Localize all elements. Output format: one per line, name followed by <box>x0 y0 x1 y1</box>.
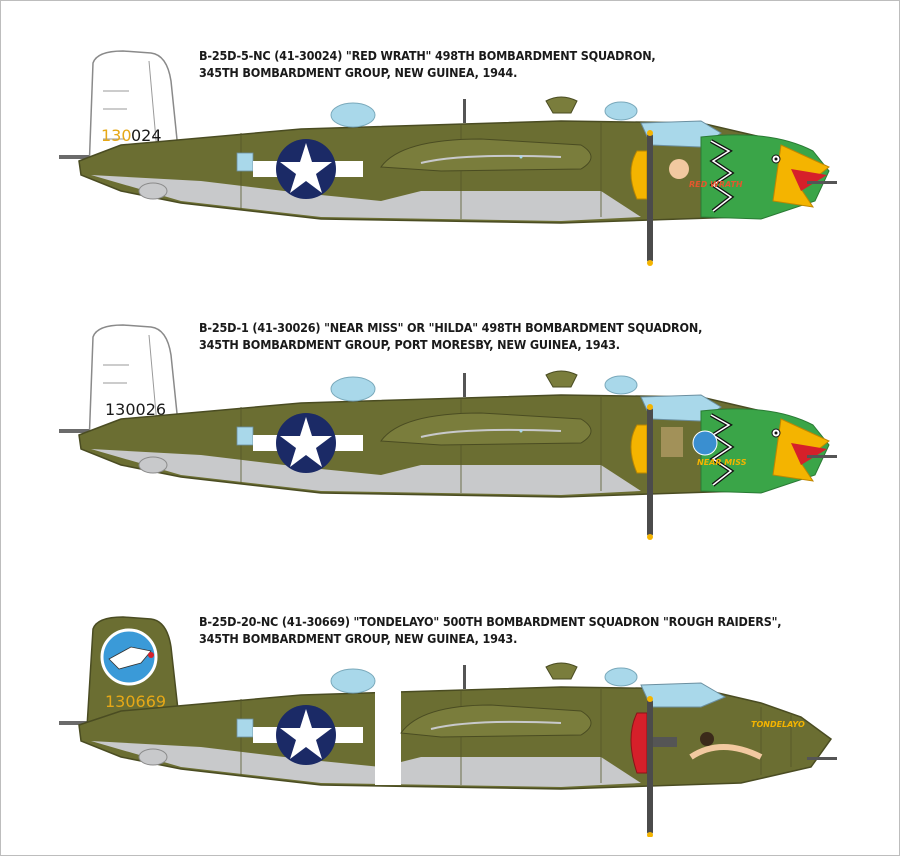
propeller <box>647 133 653 263</box>
nose-art-text: TONDELAYO <box>751 720 805 729</box>
tail-serial: 130026 <box>105 400 166 419</box>
propeller <box>647 407 653 537</box>
caption-line-1: B-25D-5-NC (41-30024) "RED WRATH" 498TH … <box>199 48 656 63</box>
tail-serial-prefix: 130 <box>101 126 132 145</box>
tail-serial-suffix: 024 <box>131 126 162 145</box>
nose-art-text: NEAR MISS <box>697 458 747 467</box>
aircraft-2-profile: 130026 NEAR MISS <box>59 324 837 540</box>
caption-line-1: B-25D-20-NC (41-30669) "TONDELAYO" 500TH… <box>199 614 782 629</box>
caption-line-1: B-25D-1 (41-30026) "NEAR MISS" OR "HILDA… <box>199 320 703 335</box>
tail-serial: 130669 <box>105 692 166 711</box>
fuselage-band <box>375 689 401 785</box>
aircraft-3-profile: 130669 TONDELAYO <box>59 616 837 837</box>
propeller <box>647 699 653 835</box>
caption-aircraft-2: B-25D-1 (41-30026) "NEAR MISS" OR "HILDA… <box>199 319 702 353</box>
aircraft-1-profile: 130 024 <box>59 50 837 266</box>
nose-art-text: RED WRATH <box>689 180 743 189</box>
caption-line-2: 345TH BOMBARDMENT GROUP, NEW GUINEA, 194… <box>199 631 518 646</box>
caption-aircraft-3: B-25D-20-NC (41-30669) "TONDELAYO" 500TH… <box>199 613 782 647</box>
caption-line-2: 345TH BOMBARDMENT GROUP, PORT MORESBY, N… <box>199 337 620 352</box>
caption-aircraft-1: B-25D-5-NC (41-30024) "RED WRATH" 498TH … <box>199 47 656 81</box>
caption-line-2: 345TH BOMBARDMENT GROUP, NEW GUINEA, 194… <box>199 65 518 80</box>
